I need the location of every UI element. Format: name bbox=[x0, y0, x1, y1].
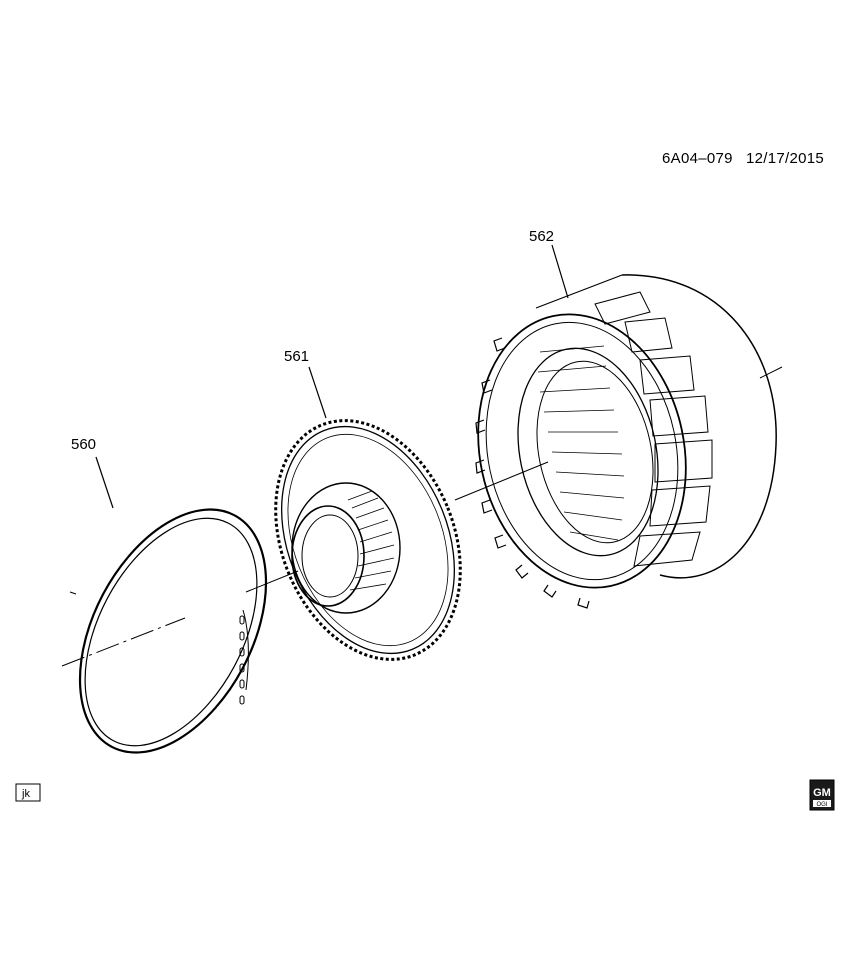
drum-outer-lugs bbox=[594, 291, 713, 567]
part-ref-562: 562 bbox=[529, 228, 554, 245]
part-561-gear bbox=[274, 419, 462, 661]
gm-logo-subtext: OGI bbox=[816, 802, 827, 808]
gm-logo: GM OGI bbox=[809, 779, 835, 811]
part-562-drum bbox=[475, 274, 777, 609]
hub-splines bbox=[347, 490, 395, 591]
drawing-code: 6A04–079 bbox=[662, 150, 733, 167]
leader-lines bbox=[95, 244, 569, 509]
drum-inner-splines bbox=[537, 345, 625, 541]
initials-text: jk bbox=[21, 788, 30, 800]
snap-ring-slots bbox=[239, 615, 245, 705]
part-560-snap-ring bbox=[69, 508, 268, 754]
initials-box: jk bbox=[15, 783, 41, 802]
gm-logo-text: GM bbox=[813, 787, 831, 799]
center-axis bbox=[61, 366, 783, 667]
part-ref-561: 561 bbox=[284, 348, 309, 365]
drum-rim-teeth bbox=[475, 337, 590, 609]
part-ref-560: 560 bbox=[71, 436, 96, 453]
drawing-date: 12/17/2015 bbox=[746, 150, 824, 167]
